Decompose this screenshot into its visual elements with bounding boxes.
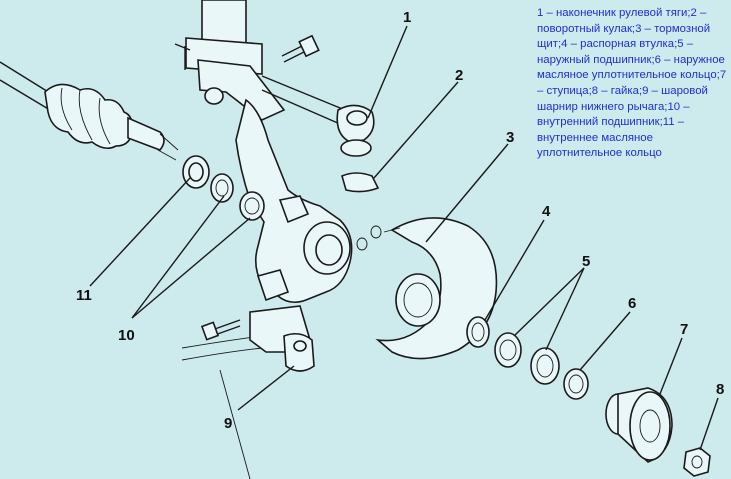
strut xyxy=(174,0,286,121)
callout-10: 10 xyxy=(118,327,135,344)
hub xyxy=(605,387,673,463)
callout-2: 2 xyxy=(455,67,463,84)
callout-1: 1 xyxy=(403,9,411,26)
callout-9: 9 xyxy=(224,415,232,432)
callout-8: 8 xyxy=(716,381,724,398)
clips xyxy=(356,225,382,251)
inner-bearing-group xyxy=(182,155,265,221)
leader-lines xyxy=(89,25,719,451)
spacer-sleeve xyxy=(466,316,490,348)
brake-shield xyxy=(375,217,498,360)
callout-7: 7 xyxy=(680,321,688,338)
strut-bolt xyxy=(281,34,320,63)
tie-rod xyxy=(261,75,375,157)
steering-knuckle xyxy=(235,98,380,304)
nut xyxy=(683,447,711,477)
callout-5: 5 xyxy=(582,253,590,270)
callout-3: 3 xyxy=(506,129,514,146)
callout-11: 11 xyxy=(76,287,92,304)
callout-4: 4 xyxy=(542,203,551,220)
callout-6: 6 xyxy=(628,295,636,312)
outer-bearing xyxy=(494,332,560,385)
parts-legend: 1 – наконечник рулевой тяги;2 – поворотн… xyxy=(537,7,727,160)
outer-seal xyxy=(563,368,589,400)
lower-arm xyxy=(181,305,315,479)
drive-shaft xyxy=(0,61,179,161)
